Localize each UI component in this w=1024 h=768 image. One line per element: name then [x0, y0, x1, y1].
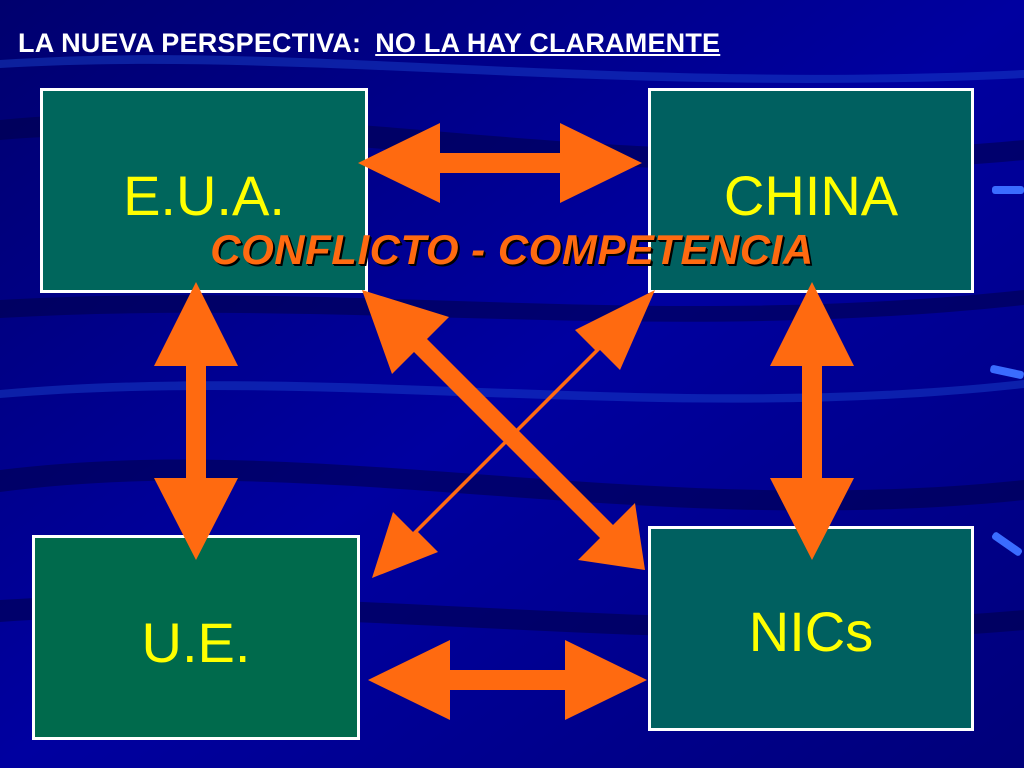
node-ue: U.E. — [32, 535, 360, 740]
node-ue-label: U.E. — [141, 611, 251, 674]
conflict-label: CONFLICTO - COMPETENCIA — [210, 226, 814, 273]
arrow-eua-nics — [362, 290, 645, 570]
arrow-china-ue — [372, 290, 655, 578]
arrow-ue-nics — [368, 640, 647, 720]
title-sub: NO LA HAY CLARAMENTE — [375, 28, 721, 58]
arrow-eua-ue — [154, 282, 238, 560]
arrow-china-nics — [770, 282, 854, 560]
node-eua: E.U.A. — [40, 88, 368, 293]
arrow-eua-china — [358, 123, 642, 203]
node-eua-label: E.U.A. — [123, 164, 285, 227]
node-china: CHINA — [648, 88, 974, 293]
title-main: LA NUEVA PERSPECTIVA: — [18, 28, 362, 58]
node-china-label: CHINA — [723, 164, 899, 227]
slide-title: LA NUEVA PERSPECTIVA: NO LA HAY CLARAMENT… — [18, 28, 720, 59]
node-nics: NICs — [648, 526, 974, 731]
node-nics-label: NICs — [748, 600, 874, 663]
